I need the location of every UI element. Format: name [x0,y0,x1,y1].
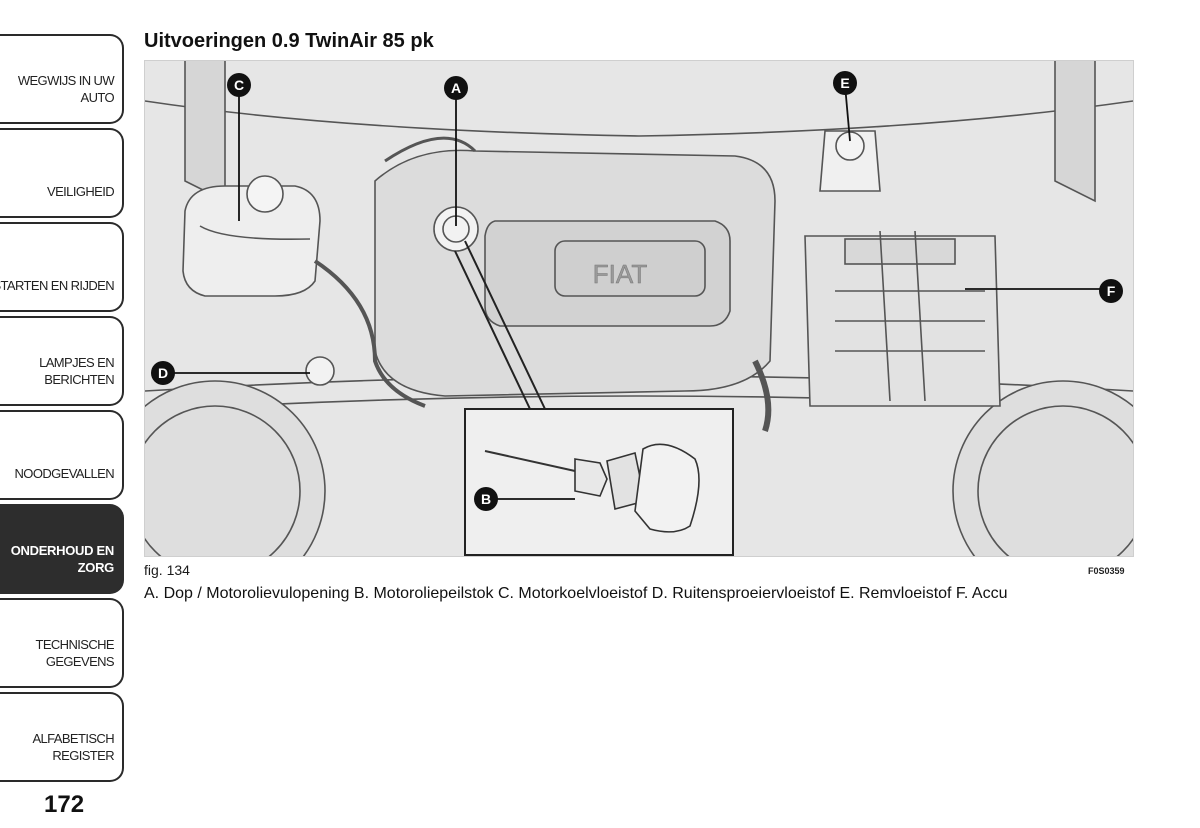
callout-b-letter: B [481,491,491,507]
callout-b: B [474,487,498,511]
tab-veiligheid[interactable]: VEILIGHEID [0,128,124,218]
callout-e-letter: E [840,75,849,91]
callout-f: F [1099,279,1123,303]
tab-label: LAMPJES EN BERICHTEN [39,355,115,387]
callout-c: C [227,73,251,97]
tab-label: TECHNISCHE GEGEVENS [35,637,114,669]
page-number: 172 [44,791,85,818]
brand-logo-text: FIAT [593,259,648,289]
tab-label: STARTEN EN RIJDEN [0,278,115,293]
figure-code: F0S0359 [1088,566,1125,576]
tab-wegwijs[interactable]: WEGWIJS IN UW AUTO [0,34,124,124]
dipstick-inset [454,240,734,556]
tab-label: ONDERHOUD EN ZORG [10,543,115,575]
tab-lampjes-en-berichten[interactable]: LAMPJES EN BERICHTEN [0,316,124,406]
tab-label: ALFABETISCH REGISTER [32,731,114,763]
tab-onderhoud-en-zorg[interactable]: ONDERHOUD EN ZORG [0,504,124,594]
callout-f-letter: F [1107,283,1116,299]
figure-caption: A. Dop / Motorolievulopening B. Motoroli… [144,585,1008,602]
callout-c-letter: C [234,77,244,93]
tab-label: VEILIGHEID [47,184,115,199]
callout-e: E [833,71,857,95]
figure-label: fig. 134 [144,562,190,578]
callout-a-letter: A [451,80,461,96]
tab-technische-gegevens[interactable]: TECHNISCHE GEGEVENS [0,598,124,688]
tab-label: NOODGEVALLEN [14,466,115,481]
tab-label: WEGWIJS IN UW AUTO [17,73,115,105]
callout-a: A [444,76,468,100]
tab-noodgevallen[interactable]: NOODGEVALLEN [0,410,124,500]
callout-d: D [151,361,175,385]
section-heading: Uitvoeringen 0.9 TwinAir 85 pk [144,30,434,52]
engine-bay-illustration: A B C D E F FIAT [144,60,1134,557]
tab-alfabetisch-register[interactable]: ALFABETISCH REGISTER [0,692,124,782]
callout-d-letter: D [158,365,168,381]
tab-starten-en-rijden[interactable]: STARTEN EN RIJDEN [0,222,124,312]
engine-bay-drawing: A B C D E F FIAT [145,61,1133,556]
